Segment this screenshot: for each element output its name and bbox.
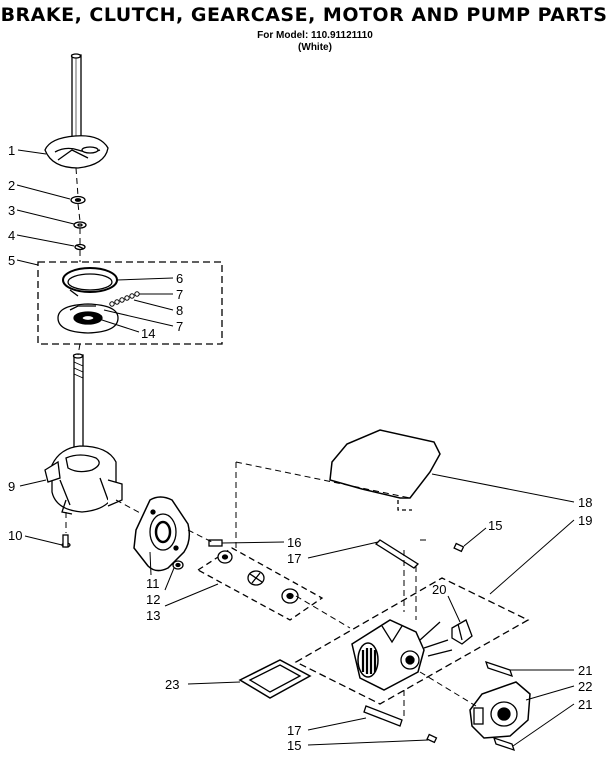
callout-4: 4	[8, 228, 15, 243]
bolt-drawing	[61, 534, 71, 548]
clutch-assembly-drawing	[37, 261, 223, 345]
callout-5: 5	[8, 253, 15, 268]
callout-2: 2	[8, 178, 15, 193]
callout-22: 22	[578, 679, 592, 694]
model-info: For Model: 110.91121110 (White)	[240, 30, 390, 54]
washers-drawing	[70, 195, 87, 251]
screw-drawing	[453, 542, 465, 553]
callout-7a: 7	[176, 287, 183, 302]
callout-numbers: 1 2 3 4 5 6 7 8 7 14 9 10 11 12 13 16 17…	[8, 143, 592, 753]
callout-1: 1	[8, 143, 15, 158]
callout-17b: 17	[287, 723, 301, 738]
leader-lines	[16, 149, 575, 747]
callout-23: 23	[165, 677, 179, 692]
model-color: (White)	[298, 42, 332, 53]
callout-9: 9	[8, 479, 15, 494]
clip-drawing	[208, 539, 223, 547]
motor-assembly-drawing	[294, 577, 530, 705]
callout-19: 19	[578, 513, 592, 528]
pump-drawing	[469, 660, 531, 752]
shield-drawing	[329, 429, 441, 511]
callout-12: 12	[146, 592, 160, 607]
coupling-drawing	[196, 547, 324, 621]
nut-drawing	[172, 560, 184, 570]
callout-7b: 7	[176, 319, 183, 334]
callout-21b: 21	[578, 697, 592, 712]
callout-11: 11	[146, 576, 160, 591]
lower-pin-drawing	[363, 705, 403, 727]
callout-6: 6	[176, 271, 183, 286]
callout-14: 14	[141, 326, 155, 341]
motor-mount-drawing	[133, 496, 191, 572]
callout-18: 18	[578, 495, 592, 510]
callout-8: 8	[176, 303, 183, 318]
gearcase-drawing	[44, 353, 123, 515]
switch-drawing	[451, 619, 473, 645]
callout-16: 16	[287, 535, 301, 550]
callout-15a: 15	[488, 518, 502, 533]
page-title: BRAKE, CLUTCH, GEARCASE, MOTOR AND PUMP …	[0, 4, 608, 26]
model-number: For Model: 110.91121110	[257, 30, 373, 41]
callout-20: 20	[432, 582, 446, 597]
pin-drawing	[374, 539, 420, 569]
lower-screw-drawing	[426, 733, 438, 744]
callout-15b: 15	[287, 738, 301, 753]
callout-17a: 17	[287, 551, 301, 566]
callout-13: 13	[146, 608, 160, 623]
brake-assembly-drawing	[44, 53, 109, 169]
callout-10: 10	[8, 528, 22, 543]
alignment-lines	[65, 167, 477, 718]
gasket-drawing	[238, 659, 312, 699]
callout-21a: 21	[578, 663, 592, 678]
callout-3: 3	[8, 203, 15, 218]
